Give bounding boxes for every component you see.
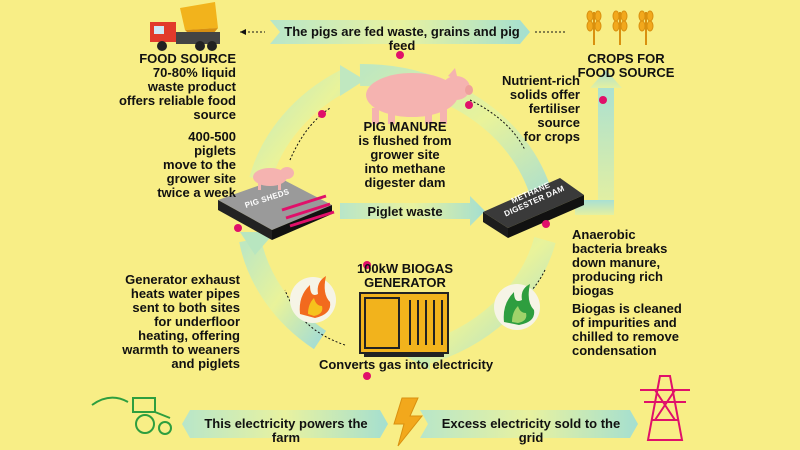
piglets-line: twice a week <box>157 185 236 200</box>
top-banner-text: The pigs are fed waste, grains and pig f… <box>284 24 520 53</box>
anaerobic-text: Anaerobic bacteria breaks down manure, p… <box>572 228 692 298</box>
generator-line: GENERATOR <box>364 275 446 290</box>
top-banner-arrow <box>240 20 565 44</box>
nutrient-line: fertiliser <box>528 101 580 116</box>
manure-line: grower site <box>370 147 440 162</box>
anaerobic-line: bacteria breaks <box>572 241 668 256</box>
truck-icon <box>150 2 220 51</box>
manure-line: is flushed from <box>358 133 452 148</box>
exhaust-line: and piglets <box>171 356 240 371</box>
pointer-dots <box>234 51 607 380</box>
nutrient-text: Nutrient-rich solids offer fertiliser so… <box>476 74 580 144</box>
generator-icon <box>359 292 449 357</box>
anaerobic-line: down manure, <box>572 255 661 270</box>
crops-text: CROPS FOR FOOD SOURCE <box>576 52 676 80</box>
food-source-text: FOOD SOURCE 70-80% liquid waste product … <box>110 52 236 122</box>
crops-return-arrow <box>575 70 622 215</box>
methane-digester-dam <box>483 178 584 238</box>
food-source-line: source <box>193 107 236 122</box>
pig-icon <box>366 68 473 124</box>
piglets-line: piglets <box>194 143 236 158</box>
nutrient-line: solids offer <box>509 87 580 102</box>
food-source-line: 70-80% liquid <box>152 65 236 80</box>
converts-text: Converts gas into electricity <box>318 357 494 372</box>
bottom-left-text: This electricity powers the farm <box>204 416 368 445</box>
bottom-band <box>182 410 638 438</box>
exhaust-line: for underfloor <box>154 314 240 329</box>
generator-text: 100kW BIOGAS GENERATOR <box>346 262 464 290</box>
biogas-cleaned-line: chilled to remove <box>572 329 679 344</box>
biogas-cleaned-line: of impurities and <box>572 315 677 330</box>
nutrient-line: Nutrient-rich <box>502 73 580 88</box>
lightning-icon <box>393 397 424 447</box>
manure-line: into methane <box>364 161 446 176</box>
piglets-line: grower site <box>166 171 236 186</box>
anaerobic-line: Anaerobic <box>572 227 636 242</box>
biogas-cleaned-text: Biogas is cleaned of impurities and chil… <box>572 302 696 358</box>
exhaust-line: sent to both sites <box>132 300 240 315</box>
piglets-text: 400-500 piglets move to the grower site … <box>130 130 236 200</box>
nutrient-line: for crops <box>523 129 580 144</box>
exhaust-line: heating, offering <box>138 328 240 343</box>
piglet-waste-arrow <box>340 196 485 226</box>
flame-icon-right <box>494 284 540 330</box>
pylon-icon <box>640 375 690 441</box>
anaerobic-line: biogas <box>572 283 614 298</box>
piglet-icon <box>253 167 294 190</box>
biogas-cleaned-line: condensation <box>572 343 657 358</box>
manure-title: PIG MANURE <box>363 119 447 134</box>
piglets-line: 400-500 <box>188 129 236 144</box>
pig-sheds <box>218 178 335 240</box>
food-source-line: waste product <box>147 79 236 94</box>
biogas-cleaned-line: Biogas is cleaned <box>572 301 682 316</box>
bottom-right-text: Excess electricity sold to the grid <box>441 416 621 445</box>
exhaust-line: Generator exhaust <box>125 272 240 287</box>
piglet-waste-text: Piglet waste <box>367 204 443 219</box>
exhaust-text: Generator exhaust heats water pipes sent… <box>110 273 240 371</box>
crops-line: CROPS FOR <box>587 51 665 66</box>
exhaust-line: warmth to weaners <box>122 342 240 357</box>
flame-icon-left <box>290 276 336 323</box>
wheat-icon <box>586 10 654 45</box>
manure-line: digester dam <box>364 175 446 190</box>
crops-line: FOOD SOURCE <box>577 65 675 80</box>
tractor-icon <box>91 396 172 435</box>
generator-line: 100kW BIOGAS <box>356 261 454 276</box>
nutrient-line: source <box>537 115 580 130</box>
anaerobic-line: producing rich <box>572 269 663 284</box>
manure-text: PIG MANURE is flushed from grower site i… <box>346 120 464 190</box>
food-source-line: offers reliable food <box>118 93 236 108</box>
exhaust-line: heats water pipes <box>130 286 240 301</box>
food-source-title: FOOD SOURCE <box>139 51 236 66</box>
piglets-line: move to the <box>163 157 236 172</box>
